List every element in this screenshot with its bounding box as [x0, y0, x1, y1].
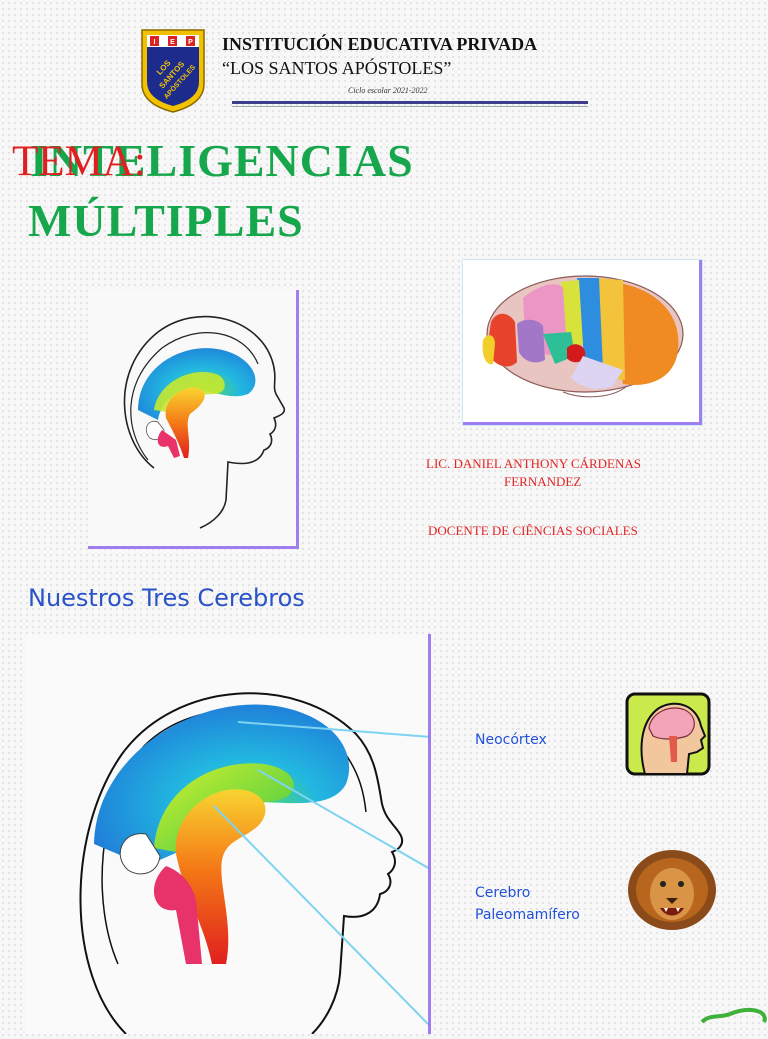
svg-text:P: P — [188, 39, 193, 46]
author-name-line-1: LIC. DANIEL ANTHONY CÁRDENAS — [426, 456, 641, 471]
svg-text:I: I — [154, 39, 156, 46]
school-motto: “LOS SANTOS APÓSTOLES” — [222, 58, 452, 78]
triune-brain-diagram — [26, 634, 471, 1035]
section-heading: Nuestros Tres Cerebros — [28, 584, 305, 612]
school-name: INSTITUCIÓN EDUCATIVA PRIVADA — [222, 34, 538, 54]
brain-lobes-icon — [482, 275, 684, 398]
brain-lobes-image — [463, 260, 702, 425]
svg-text:E: E — [170, 39, 175, 46]
tema-label: TEMA: — [12, 138, 146, 185]
small-brain-diagram — [88, 290, 299, 549]
lion-icon — [628, 850, 716, 930]
author-role: DOCENTE DE CIÊNCIAS SOCIALES — [428, 523, 638, 538]
label-neocortex: Neocórtex — [475, 732, 547, 748]
label-paleomammal-line-1: Cerebro — [475, 885, 531, 901]
triune-brain-head-icon — [123, 315, 286, 529]
school-year: Ciclo escolar 2021-2022 — [348, 86, 428, 95]
lizard-icon — [700, 1007, 767, 1024]
label-paleomammal-line-2: Paleomamífero — [475, 907, 580, 923]
header-divider — [232, 101, 588, 107]
school-crest-icon: I E P LOS SANTOS APÓSTOLES — [141, 29, 205, 113]
head-brain-icon — [625, 692, 711, 776]
author-name-line-2: FERNANDEZ — [504, 474, 582, 489]
title-line-1: INTELIGENCIAS — [30, 135, 414, 186]
large-head-brain-icon — [79, 692, 471, 1035]
title-line-2: MÚLTIPLES — [28, 195, 304, 246]
